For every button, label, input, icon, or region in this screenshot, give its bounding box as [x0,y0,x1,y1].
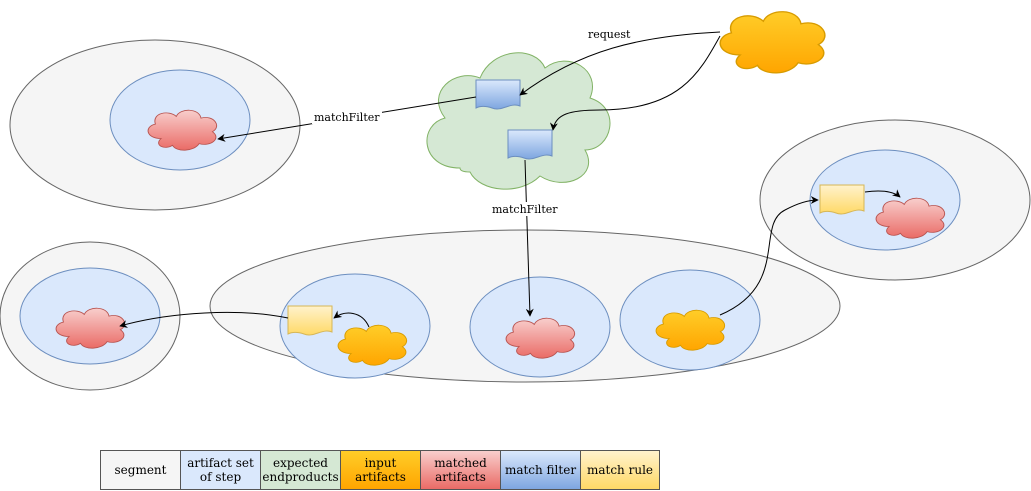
legend-match-rule: match rule [581,451,659,489]
match-rule-right [819,184,865,215]
edge-rule-right-to-matched [864,189,901,198]
edge-request-to-filter-1 [519,31,721,96]
edge-label-request: request [588,28,631,41]
edge-label-matchfilter-top: matchFilter [314,111,380,124]
edge-label-matchfilter-mid: matchFilter [492,203,558,216]
input-artifact-request [719,11,826,74]
expected-endproducts-cloud [426,52,611,190]
edge-input-main-3-to-rule-right [719,196,819,316]
match-filter-2 [507,129,553,160]
edge-request-to-filter-2 [549,35,721,131]
edge-filter-2-to-main [524,159,534,317]
edge-rule-main-to-left [119,311,289,328]
match-rule-main [287,305,333,336]
edge-input-main-1-to-rule [333,310,370,328]
match-filter-1 [475,79,521,110]
legend-match-filter: match filter [501,451,581,489]
legend-segment: segment [101,451,181,489]
